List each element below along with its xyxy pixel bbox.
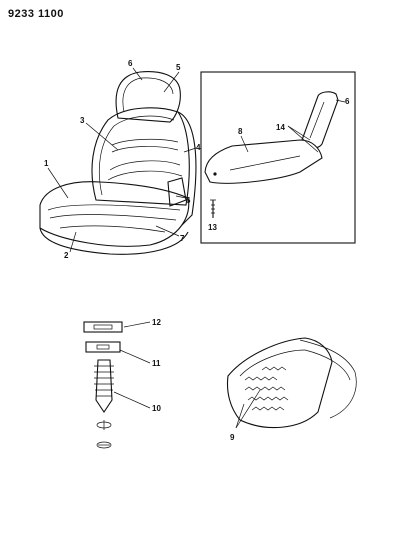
- callout-5: 5: [176, 63, 181, 72]
- callout-3: 3: [80, 116, 85, 125]
- callout-4: 4: [196, 143, 201, 152]
- callout-6-headrest: 6: [128, 59, 133, 68]
- seat-assembly: [39, 71, 197, 255]
- callout-14: 14: [276, 123, 285, 132]
- main-leaders: [47, 67, 197, 253]
- callout-9: 9: [230, 433, 235, 442]
- inset-leaders: [240, 99, 346, 153]
- callout-11: 11: [152, 359, 161, 368]
- diagram-part-number: 9233 1100: [8, 8, 64, 20]
- callout-12: 12: [152, 318, 161, 327]
- callout-10: 10: [152, 404, 161, 413]
- callout-2: 2: [64, 251, 69, 260]
- callout-1: 1: [44, 159, 49, 168]
- callout-labels: 6 5 3 4 1 6 7 2 6 8 14 13 12 11 10 9: [44, 59, 350, 442]
- callout-6-inset: 6: [345, 97, 350, 106]
- inset-box: [200, 71, 356, 244]
- seat-frame: [226, 337, 357, 429]
- callout-6-seat: 6: [186, 196, 191, 205]
- clip-leaders: [113, 321, 151, 409]
- frame-leaders: [235, 389, 261, 429]
- callout-8: 8: [238, 127, 243, 136]
- callout-13: 13: [208, 223, 217, 232]
- callout-7: 7: [180, 234, 185, 243]
- clip-parts: [83, 321, 123, 449]
